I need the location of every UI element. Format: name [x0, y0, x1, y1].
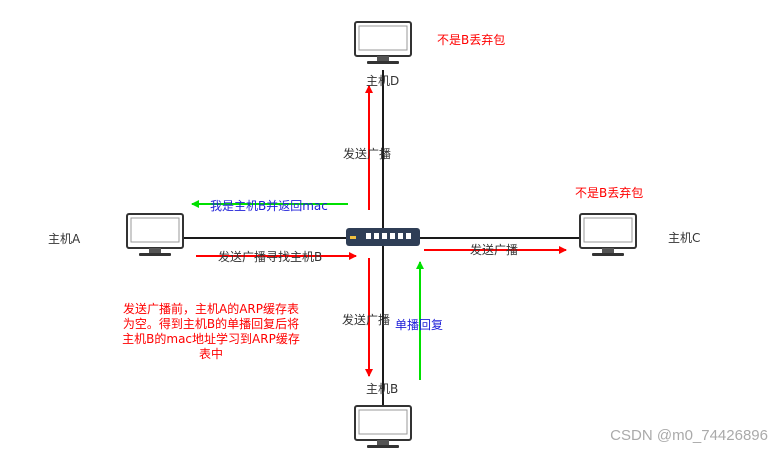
unicast-reply-label: 单播回复: [395, 318, 444, 332]
host-c-monitor-icon: [579, 213, 637, 257]
host-c-label: 主机C: [668, 231, 701, 245]
note-line: 表中: [198, 347, 223, 361]
note-line: 发送广播前，主机A的ARP缓存表: [123, 302, 299, 316]
host-a-monitor-icon: [126, 213, 184, 257]
host-d-label: 主机D: [366, 74, 400, 88]
host-b-label: 主机B: [366, 382, 399, 396]
watermark: CSDN @m0_74426896: [610, 427, 768, 444]
host-d-monitor-icon: [354, 21, 412, 65]
broadcast-right-label: 发送广播: [470, 243, 519, 257]
broadcast-up-label: 发送广播: [343, 147, 392, 161]
arp-cache-note: 发送广播前，主机A的ARP缓存表 为空。得到主机B的单播回复后将 主机B的mac…: [106, 302, 316, 362]
host-a-label: 主机A: [48, 232, 81, 246]
not-b-drop-label-d: 不是B丢弃包: [437, 33, 506, 47]
host-b-monitor-icon: [354, 405, 412, 449]
broadcast-find-b-label: 发送广播寻找主机B: [218, 250, 323, 264]
note-line: 为空。得到主机B的单播回复后将: [122, 317, 300, 331]
note-line: 主机B的mac地址学习到ARP缓存: [122, 332, 300, 346]
not-b-drop-label-c: 不是B丢弃包: [575, 186, 644, 200]
broadcast-down-label: 发送广播: [342, 313, 391, 327]
switch-icon: [346, 228, 420, 246]
reply-to-a-label: 我是主机B并返回mac: [210, 199, 328, 213]
